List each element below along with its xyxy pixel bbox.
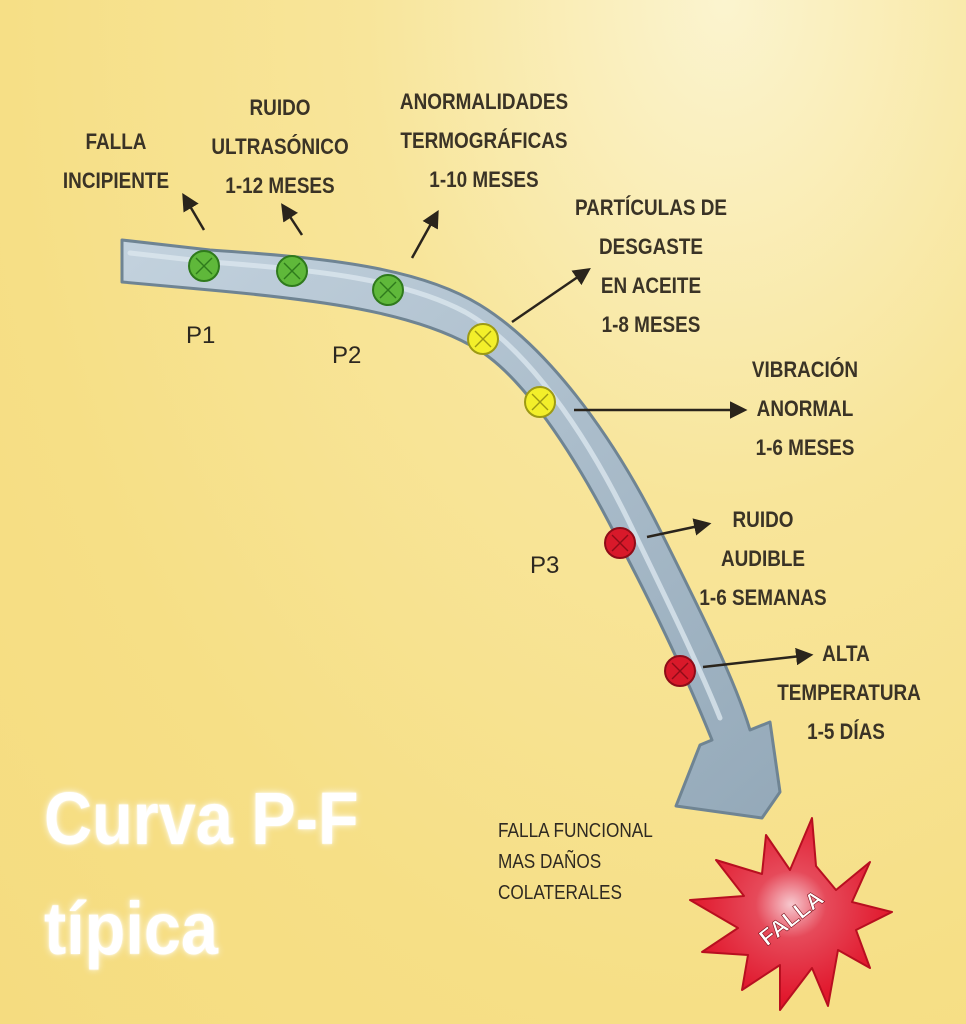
point-label-p1: P1 (186, 322, 216, 349)
x-mark (671, 662, 689, 680)
label-falla-funcional: FALLA FUNCIONAL MAS DAÑOS COLATERALES (498, 820, 653, 904)
arrow-alta-temperatura (702, 647, 814, 669)
arrow-ruido-ultrasonico (281, 203, 304, 236)
failure-burst: FALLA (689, 817, 893, 1011)
point-label-p3: P3 (530, 552, 560, 579)
stage-marker-green-2 (276, 255, 308, 287)
label-particulas-desgaste: PARTÍCULAS DE DESGASTE EN ACEITE 1-8 MES… (574, 195, 728, 337)
x-mark (195, 257, 213, 275)
label-ruido-ultrasonico: RUIDO ULTRASÓNICO 1-12 MESES (211, 95, 349, 198)
diagram-title: Curva P-F típica (44, 777, 359, 970)
label-alta-temperatura: ALTA TEMPERATURA 1-5 DÍAS (777, 641, 921, 744)
pf-curve-highlight (127, 250, 723, 721)
failure-burst-star (689, 817, 893, 1011)
label-falla-incipiente: FALLA INCIPIENTE (62, 129, 170, 193)
stage-markers (188, 250, 696, 687)
label-vibracion-anormal: VIBRACIÓN ANORMAL 1-6 MESES (751, 357, 859, 460)
arrow-anormalidades-termograficas (410, 209, 439, 259)
x-mark (531, 393, 549, 411)
arrow-particulas-desgaste (511, 268, 591, 324)
arrow-falla-incipiente (182, 192, 206, 231)
stage-marker-red-7 (664, 655, 696, 687)
stage-marker-red-6 (604, 527, 636, 559)
stage-marker-green-3 (372, 274, 404, 306)
stage-marker-yellow-5 (524, 386, 556, 418)
label-anormalidades-termograficas: ANORMALIDADES TERMOGRÁFICAS 1-10 MESES (399, 89, 569, 192)
x-mark (379, 281, 397, 299)
x-mark (611, 534, 629, 552)
arrow-ruido-audible (646, 518, 712, 539)
stage-marker-green-1 (188, 250, 220, 282)
stage-marker-yellow-4 (467, 323, 499, 355)
point-label-p2: P2 (332, 342, 362, 369)
label-ruido-audible: RUIDO AUDIBLE 1-6 SEMANAS (699, 507, 827, 610)
x-mark (283, 262, 301, 280)
x-mark (474, 330, 492, 348)
